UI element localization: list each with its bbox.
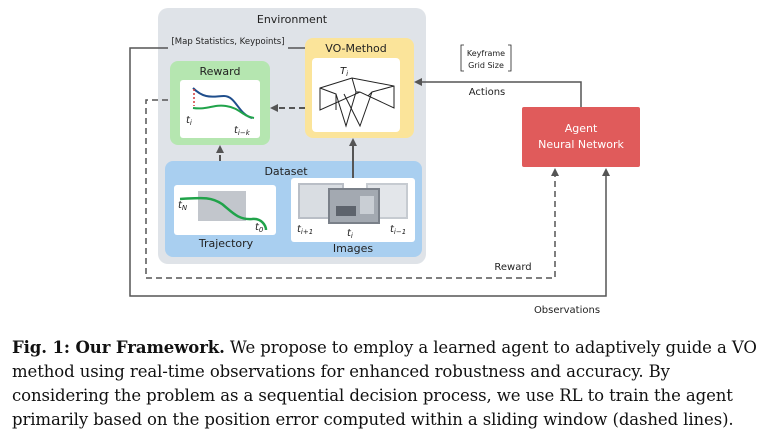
reward-arrow-label: Reward: [494, 262, 531, 273]
traj-t0-label: t0: [255, 222, 264, 234]
caption-heading: Fig. 1: Our Framework.: [12, 338, 225, 357]
trajectory-label: Trajectory: [198, 237, 254, 250]
agent-label: Agent: [565, 122, 598, 135]
agent-box: [522, 107, 640, 167]
action-params-bracket-right: [508, 44, 512, 72]
agent-network-label: Neural Network: [538, 138, 624, 151]
vo-inner-panel: [312, 58, 400, 132]
reward-loop-arrow: [145, 99, 559, 279]
image-frames: [298, 183, 408, 224]
reward-ti-label: ti: [186, 115, 192, 127]
reward-green-curve: [192, 104, 255, 119]
images-label: Images: [333, 242, 373, 255]
framework-diagram: Environment [Map Statistics, Keypoints] …: [129, 8, 640, 316]
img-ti-label: ti: [347, 228, 353, 240]
img-tim1-label: ti−1: [390, 224, 406, 236]
img-ti1-label: ti+1: [297, 224, 313, 236]
reward-tik-label: ti−k: [234, 125, 251, 137]
map-stats-label: [Map Statistics, Keypoints]: [171, 37, 284, 47]
environment-label: Environment: [257, 13, 328, 26]
vo-method-label: VO-Method: [325, 42, 387, 55]
gridsize-label: Grid Size: [468, 61, 504, 70]
reward-blue-curve: [192, 87, 253, 119]
vo-t-label: Ti: [340, 66, 348, 78]
trajectory-curve: [179, 196, 268, 231]
reward-box-label: Reward: [200, 65, 241, 78]
actions-arrow: [414, 78, 582, 107]
keyframe-label: Keyframe: [467, 49, 505, 58]
dataset-label: Dataset: [264, 165, 308, 178]
traj-tN-label: tN: [178, 200, 188, 212]
observations-label: Observations: [534, 305, 600, 316]
camera-frusta-icon: [319, 77, 395, 128]
action-params-bracket-left: [460, 44, 464, 72]
actions-label: Actions: [469, 87, 506, 98]
figure-caption: Fig. 1: Our Framework. We propose to emp…: [12, 336, 764, 432]
caption-text: We propose to employ a learned agent to …: [12, 338, 757, 429]
